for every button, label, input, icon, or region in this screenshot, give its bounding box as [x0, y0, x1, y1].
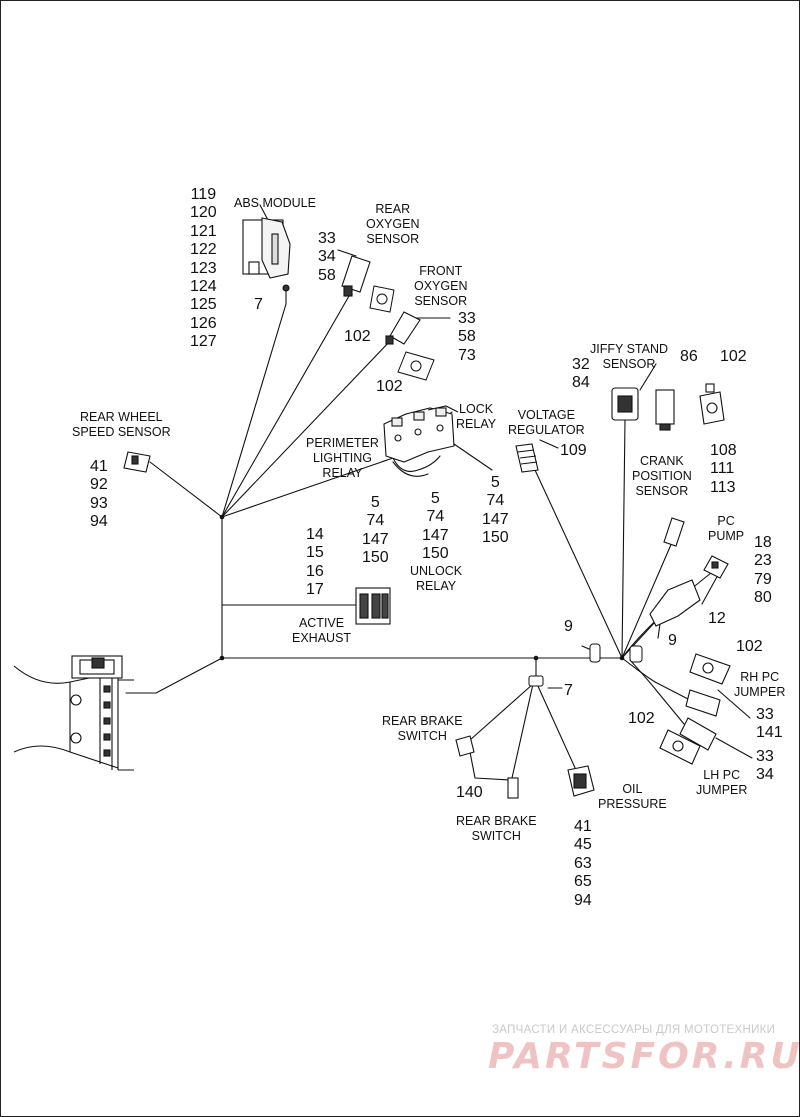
lock-relay-callouts: 5 74 147 150: [482, 474, 509, 547]
oil-pressure-callouts: 41 45 63 65 94: [574, 818, 592, 909]
branch-abs: [221, 287, 287, 518]
oil-pressure-label: OIL PRESSURE: [598, 782, 667, 811]
front-oxygen-sensor: [385, 311, 421, 345]
rear-brake-switch-lower-label: REAR BRAKE SWITCH: [456, 814, 537, 843]
branch-front-oxygen: [221, 339, 392, 518]
rear-oxygen-cap: [369, 285, 395, 313]
clip-left-callout: 9: [564, 618, 573, 635]
front-oxygen-label: FRONT OXYGEN SENSOR: [414, 264, 468, 308]
rear-oxygen-cap-callout: 102: [344, 328, 371, 345]
jiffy-stand-label: JIFFY STAND SENSOR: [590, 342, 669, 371]
branch-rear-oxygen: [221, 295, 350, 518]
active-exhaust-connector: [355, 587, 391, 625]
oil-pressure-connector: [567, 765, 595, 797]
jiffy-stand-cap-callout: 102: [720, 348, 747, 365]
front-oxygen-callouts: 33 58 73: [458, 310, 476, 364]
rear-brake-switch-lower-connector: [507, 777, 519, 799]
relay-block: [383, 405, 459, 463]
frame-bracket: [13, 655, 134, 771]
rear-wheel-speed-connector: [123, 451, 151, 473]
crank-position-sensor: [663, 517, 685, 547]
lock-relay-label: LOCK RELAY: [456, 402, 497, 431]
branch-crank-position: [621, 539, 674, 659]
rear-brake-switch-upper-label: REAR BRAKE SWITCH: [382, 714, 463, 743]
rh-pc-jumper-connector: [685, 689, 721, 717]
branch-pc-body: [621, 621, 656, 659]
unlock-relay-label: UNLOCK RELAY: [410, 564, 463, 593]
abs-module-label: ABS MODULE: [234, 196, 316, 210]
pc-pump-connector: [703, 555, 729, 579]
voltage-regulator-callout: 109: [560, 442, 587, 459]
rear-brake-switch-upper-connector: [455, 735, 475, 757]
abs-clip-callout: 7: [254, 296, 263, 313]
active-exhaust-label: ACTIVE EXHAUST: [292, 616, 352, 645]
clip-right: [629, 645, 643, 663]
crank-position-callouts: 108 111 113: [710, 442, 737, 496]
harness-to-frame: [125, 657, 223, 694]
rh-pc-cap: [689, 653, 731, 685]
lh-pc-jumper-label: LH PC JUMPER: [696, 768, 748, 797]
abs-module-callouts: 119 120 121 122 123 124 125 126 127: [190, 186, 217, 351]
watermark-logo: PARTSFOR.RU: [488, 1036, 800, 1077]
crank-position-label: CRANK POSITION SENSOR: [632, 454, 692, 498]
brake-clip: [528, 675, 544, 687]
brake-clip-callout: 7: [564, 682, 573, 699]
active-exhaust-callouts: 14 15 16 17: [306, 526, 324, 599]
jiffy-stand-sensor: [611, 387, 639, 421]
pc-pump-callouts: 18 23 79 80: [754, 534, 772, 607]
branch-rear-wheel-speed: [149, 461, 223, 518]
perimeter-relay-callouts: 5 74 147 150: [362, 494, 389, 567]
jiffy-stand-cap: [699, 383, 725, 425]
rh-pc-jumper-label: RH PC JUMPER: [734, 670, 786, 699]
branch-voltage-regulator: [534, 469, 623, 659]
lh-pc-jumper-connector: [679, 717, 717, 751]
rear-wheel-speed-label: REAR WHEEL SPEED SENSOR: [72, 410, 171, 439]
branch-rh-pc: [621, 657, 691, 701]
rear-brake-callout: 140: [456, 784, 483, 801]
rh-pc-callouts: 33 141: [756, 706, 783, 742]
pc-pump-body: [649, 579, 701, 627]
lh-pc-cap: [659, 729, 701, 765]
rh-pc-cap-callout: 102: [736, 638, 763, 655]
lh-pc-cap-callout: 102: [628, 710, 655, 727]
rear-wheel-speed-callouts: 41 92 93 94: [90, 458, 108, 531]
jiffy-stand-plug-callout: 86: [680, 348, 698, 365]
voltage-regulator-label: VOLTAGE REGULATOR: [508, 408, 585, 437]
unlock-relay-callouts: 5 74 147 150: [422, 490, 449, 563]
rear-oxygen-label: REAR OXYGEN SENSOR: [366, 202, 420, 246]
pc-pump-body-callout: 12: [708, 610, 726, 627]
front-oxygen-cap: [397, 351, 435, 381]
branch-jiffy-stand: [621, 419, 626, 659]
jiffy-stand-callouts: 32 84: [572, 356, 590, 392]
clip-left: [589, 643, 601, 663]
watermark-tagline: ЗАПЧАСТИ И АКСЕССУАРЫ ДЛЯ МОТОТЕХНИКИ: [492, 1024, 776, 1036]
branch-relay: [221, 457, 394, 518]
lh-pc-callouts: 33 34: [756, 748, 774, 784]
clip-right-callout: 9: [668, 632, 677, 649]
voltage-regulator-connector: [515, 443, 539, 473]
perimeter-relay-label: PERIMETER LIGHTING RELAY: [306, 436, 379, 480]
front-oxygen-cap-callout: 102: [376, 378, 403, 395]
pc-pump-label: PC PUMP: [708, 514, 745, 543]
rear-oxygen-sensor: [341, 255, 371, 297]
jiffy-stand-plug: [655, 389, 675, 431]
abs-module: [242, 217, 291, 292]
rear-oxygen-callouts: 33 34 58: [318, 230, 336, 284]
